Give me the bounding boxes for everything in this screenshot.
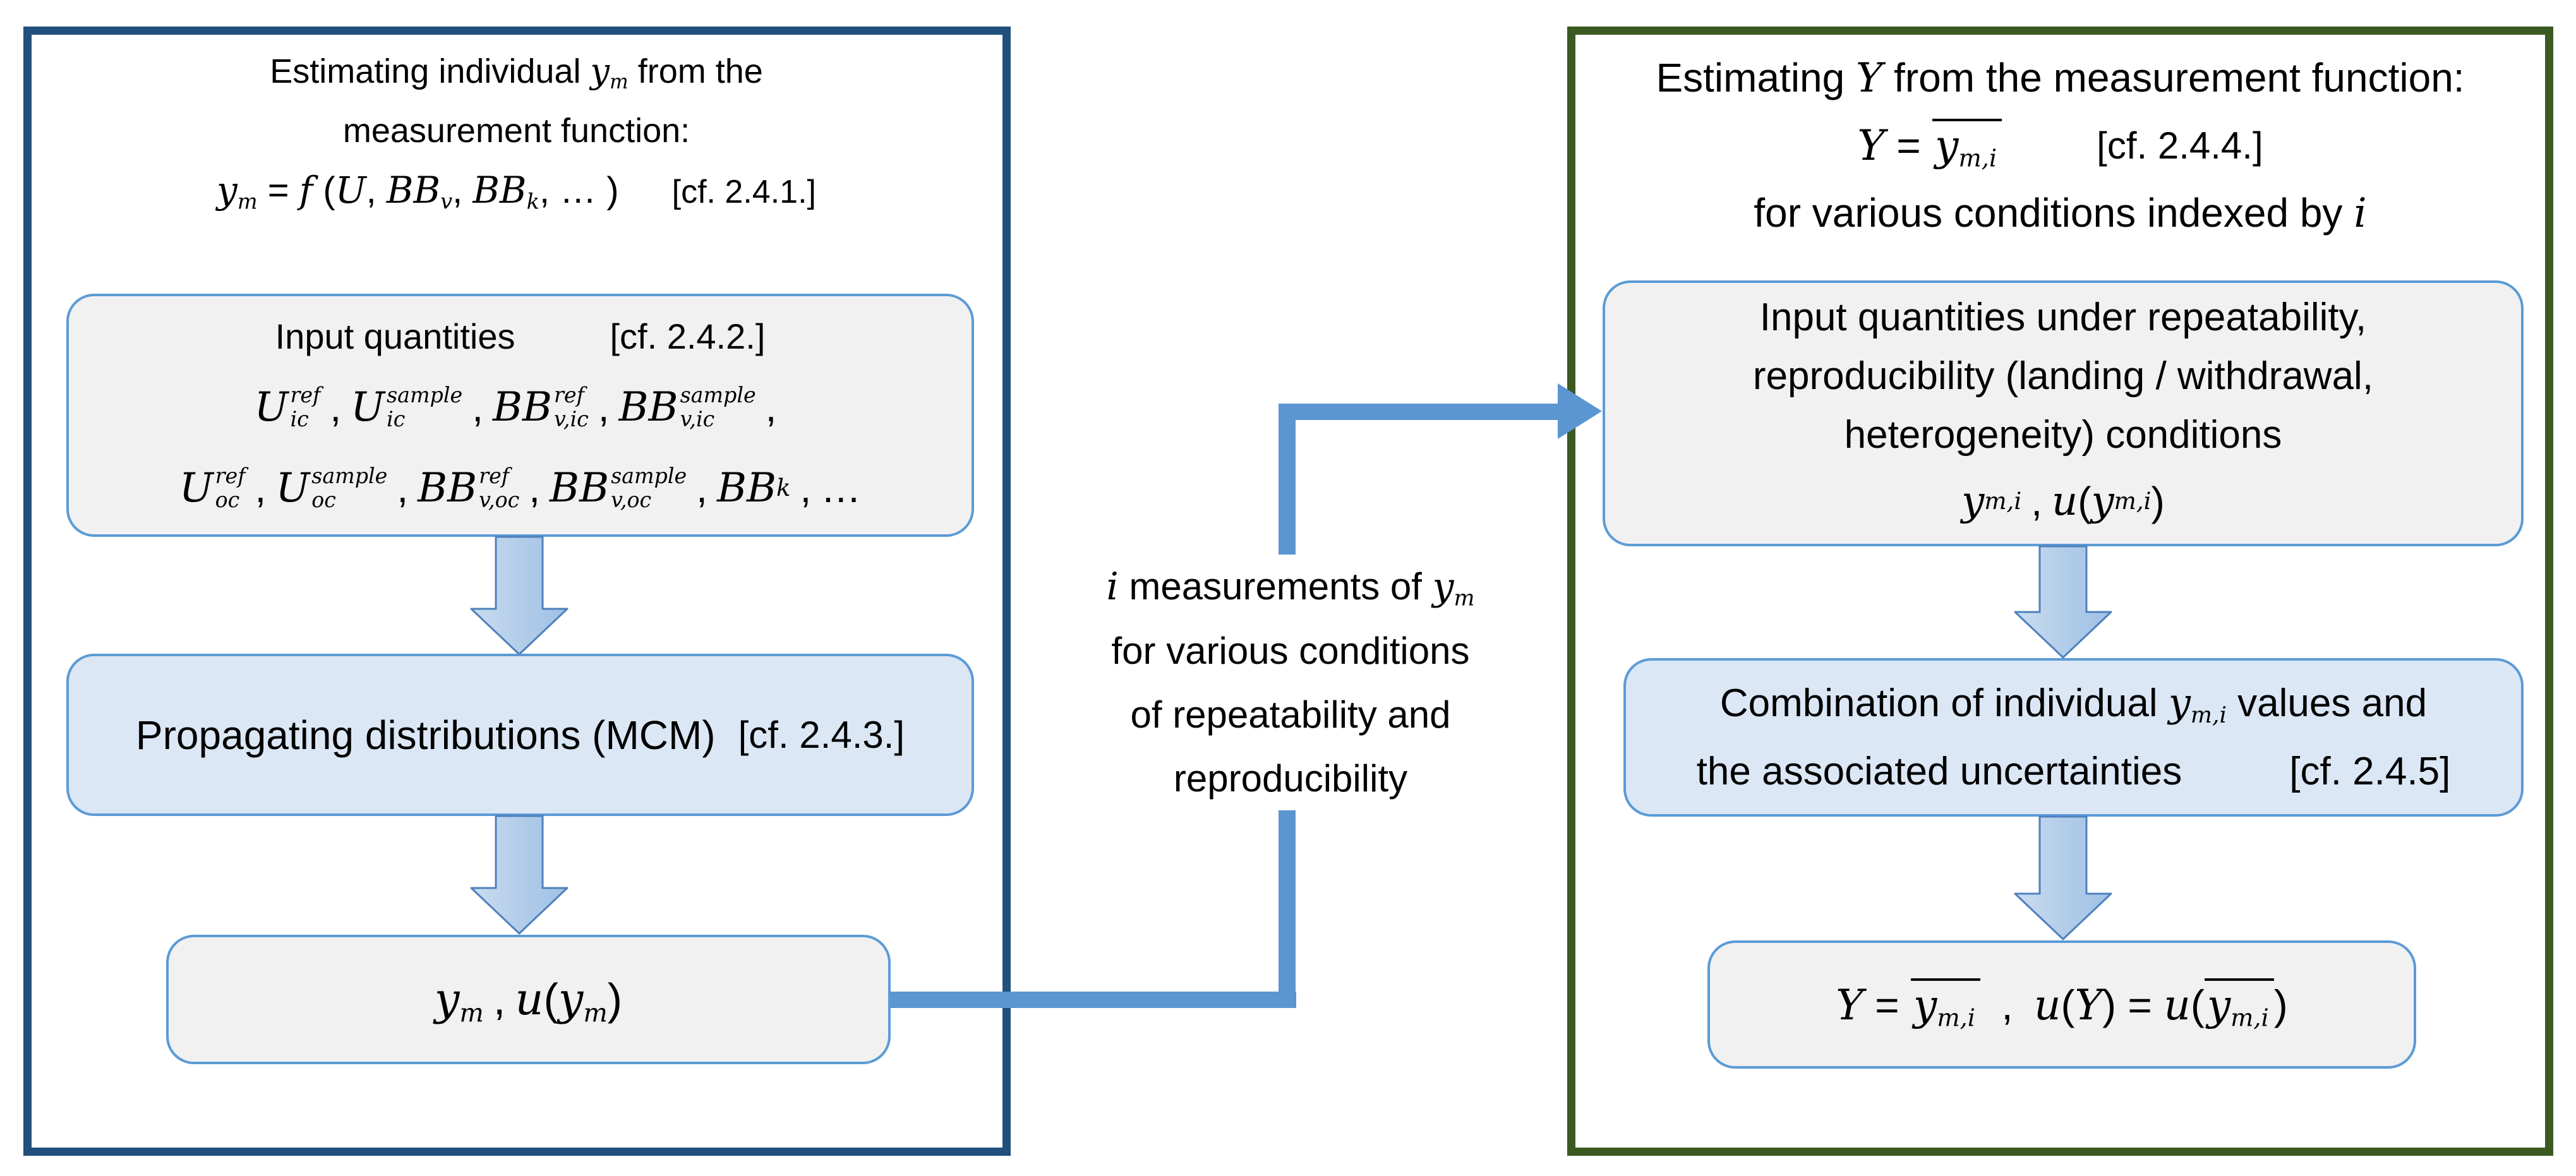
left-result-box: ym,u(ym)	[166, 935, 891, 1064]
connector-label-line: reproducibility	[1173, 757, 1408, 800]
mcm-box: Propagating distributions (MCM) [cf. 2.4…	[66, 654, 974, 816]
right-input-conditions-box: Input quantities under repeatability, re…	[1603, 280, 2524, 546]
down-arrow-icon	[470, 536, 569, 656]
left-panel-frame	[23, 27, 1011, 1156]
combination-line1: Combination of individual ym,i values an…	[1719, 680, 2428, 729]
connector-label: i measurements of ym for various conditi…	[1038, 555, 1543, 810]
right-input-line2: reproducibility (landing / withdrawal,	[1752, 354, 2374, 398]
connector-arrowhead-icon	[1558, 383, 1602, 439]
right-panel-title: Estimating Y from the measurement functi…	[1579, 44, 2541, 247]
left-input-box-header: Input quantities	[275, 316, 515, 356]
down-arrow-icon	[2014, 545, 2112, 659]
combination-line2: the associated uncertainties	[1696, 750, 2182, 793]
right-panel-frame	[1567, 27, 2553, 1156]
connector-label-line: i measurements of ym	[1106, 565, 1475, 611]
left-input-box-cf: [cf. 2.4.2.]	[610, 316, 766, 356]
left-title-line2: measurement function:	[342, 112, 690, 150]
right-title-cf: [cf. 2.4.4.]	[2097, 124, 2263, 167]
left-title-formula: ym = f (U, BBv, BBk, … )[cf. 2.4.1.]	[217, 169, 816, 214]
left-panel-title: Estimating individual ym from the measur…	[38, 42, 995, 222]
combination-box: Combination of individual ym,i values an…	[1623, 658, 2524, 817]
right-result-box: Y = ym,i , u(Y) = u(ym,i)	[1707, 940, 2416, 1069]
left-result-formula: ym,u(ym)	[434, 973, 623, 1028]
connector-label-line: of repeatability and	[1130, 693, 1451, 736]
right-input-line1: Input quantities under repeatability,	[1759, 296, 2367, 339]
mcm-box-label: Propagating distributions (MCM)	[135, 712, 716, 758]
right-input-line3: heterogeneity) conditions	[1844, 413, 2282, 457]
down-arrow-icon	[470, 815, 569, 935]
right-title-line1: Estimating Y from the measurement functi…	[1656, 55, 2465, 102]
right-result-formula: Y = ym,i , u(Y) = u(ym,i)	[1836, 978, 2288, 1031]
combination-cf: [cf. 2.4.5]	[2289, 750, 2451, 793]
right-title-line3: for various conditions indexed by i	[1754, 190, 2367, 237]
connector-line-top	[1279, 404, 1560, 420]
right-title-formula: Y = ym,i	[1857, 112, 2002, 179]
connector-line-bottom	[888, 992, 1296, 1008]
connector-label-line: for various conditions	[1111, 630, 1470, 672]
mcm-box-cf: [cf. 2.4.3.]	[738, 714, 905, 756]
down-arrow-icon	[2014, 815, 2112, 940]
left-title-line1: Estimating individual ym from the	[270, 51, 763, 93]
